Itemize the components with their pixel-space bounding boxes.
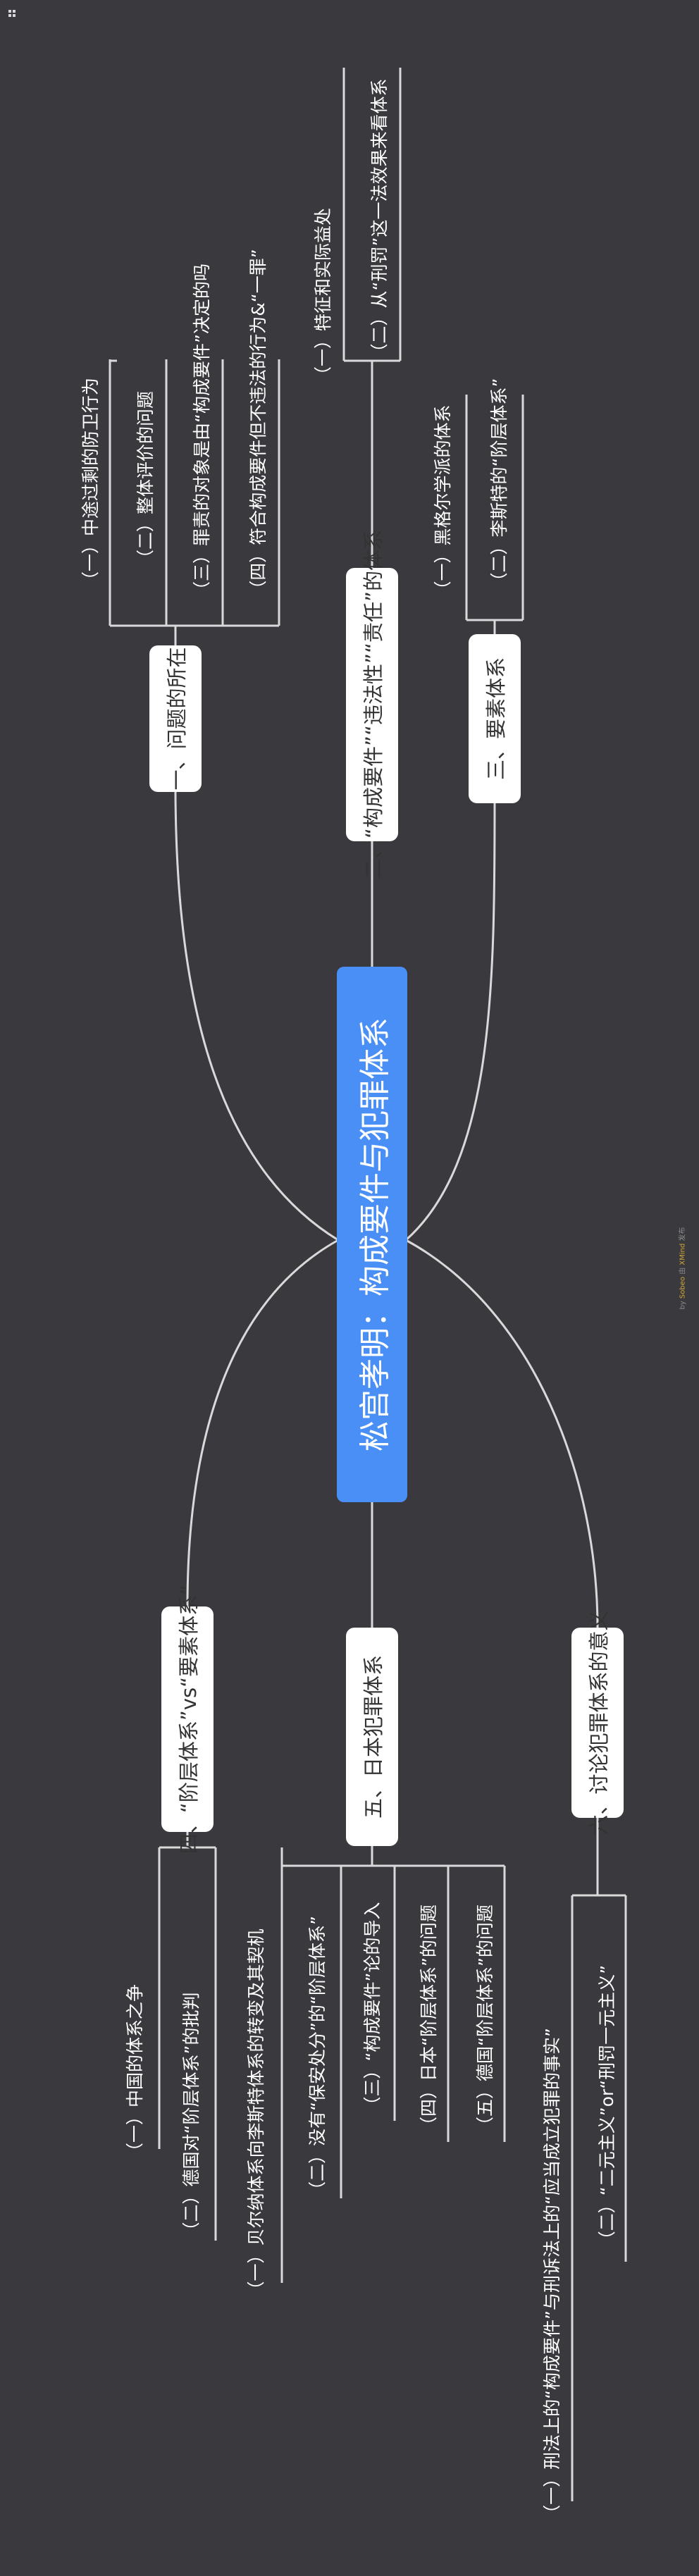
leaf-1-3[interactable]: （三）罪责的对象是由“构成要件”决定的吗	[192, 264, 212, 599]
branch-4-title: 四、“阶层体系”vs“要素体系”	[177, 1584, 201, 1854]
menu-icon[interactable]	[8, 10, 16, 17]
leaf-1-2[interactable]: （二）整体评价的问题	[135, 390, 156, 568]
leaf-4-1[interactable]: （一）中国的体系之争	[125, 1983, 145, 2161]
leaf-1-1[interactable]: （一）中途过剩的防卫行为	[80, 377, 101, 590]
leaf-4-3[interactable]: （一）贝尔纳体系向李斯特体系的转变及其契机	[246, 1928, 266, 2299]
branch-2-node[interactable]: 二、“构成要件”“违法性”“责任”的体系	[346, 530, 398, 879]
leaf-1-4[interactable]: （四）符合构成要件但不违法的行为&“一罪”	[248, 249, 268, 598]
leaf-6-1[interactable]: （一）刑法上的“构成要件”与刑诉法上的“应当成立犯罪的事实”	[542, 2028, 562, 2522]
connector-root-branch-6	[405, 1239, 599, 1628]
watermark-brand-2: XMind	[679, 1243, 687, 1265]
branch-6-title: 六、讨论犯罪体系的意义	[587, 1610, 611, 1835]
leaf-2-1[interactable]: （一）特征和实际益处	[313, 207, 333, 385]
branch-3-node[interactable]: 三、要素体系	[469, 634, 521, 803]
leaf-3-1[interactable]: （一）黑格尔学派的体系	[433, 404, 453, 599]
branch-1-node[interactable]: 一、问题的所在	[149, 645, 202, 792]
connector-root-branch-1	[174, 791, 339, 1241]
watermark: by Sobeo 由 XMind 发布	[676, 1227, 687, 1309]
branch-3-title: 三、要素体系	[484, 657, 508, 781]
branch-2-title: 二、“构成要件”“违法性”“责任”的体系	[361, 529, 385, 880]
leaf-5-2[interactable]: （三）“构成要件”论的导入	[362, 1902, 383, 2114]
branch-5-title: 五、日本犯罪体系	[361, 1654, 385, 1819]
root-node[interactable]: 松宫孝明：构成要件与犯罪体系	[337, 967, 407, 1502]
watermark-brand: Sobeo	[679, 1276, 687, 1299]
root-title: 松宫孝明：构成要件与犯罪体系	[357, 1017, 393, 1451]
watermark-suffix: 发布	[679, 1227, 687, 1244]
watermark-prefix: by	[679, 1299, 687, 1310]
branch-6-node[interactable]: 六、讨论犯罪体系的意义	[571, 1610, 624, 1835]
connector-root-branch-4	[186, 1239, 339, 1607]
leaf-5-1[interactable]: （二）没有“保安处分”的“阶层体系”	[307, 1916, 328, 2199]
leaf-5-3[interactable]: （四）日本“阶层体系”的问题	[419, 1905, 439, 2134]
watermark-middle: 由	[679, 1265, 687, 1277]
connector-root-branch-3	[405, 803, 496, 1241]
branch-1-title: 一、问题的所在	[165, 647, 189, 791]
branch-5-node[interactable]: 五、日本犯罪体系	[346, 1628, 398, 1846]
leaf-2-2[interactable]: （二）从“刑罚”这一法效果来看体系	[369, 78, 390, 361]
leaf-5-4[interactable]: （五）德国“阶层体系”的问题	[475, 1905, 495, 2134]
leaf-6-2[interactable]: （二）“二元主义”or“刑罚一元主义”	[597, 1964, 617, 2249]
leaf-4-2[interactable]: （二）德国对“阶层体系”的批判	[181, 1992, 202, 2240]
leaf-3-2[interactable]: （二）李斯特的“阶层体系”	[489, 378, 509, 590]
branch-4-node[interactable]: 四、“阶层体系”vs“要素体系”	[161, 1585, 214, 1854]
